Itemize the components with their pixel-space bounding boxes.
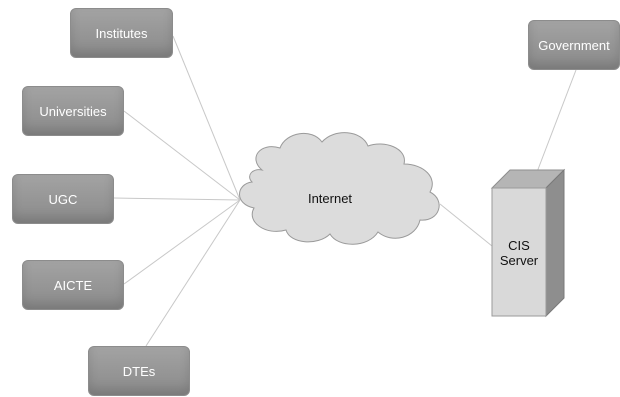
- server-icon: [490, 168, 566, 318]
- node-institutes: Institutes: [70, 8, 173, 58]
- cloud-icon: [239, 132, 440, 245]
- node-universities: Universities: [22, 86, 124, 136]
- cis-server-label: CIS Server: [492, 238, 546, 268]
- line-dtes-internet: [145, 199, 241, 347]
- line-universities-internet: [123, 110, 241, 201]
- line-institutes-internet: [172, 35, 241, 201]
- line-aicte-internet: [123, 199, 241, 285]
- line-ugc-internet: [113, 197, 241, 201]
- line-internet-server: [439, 203, 493, 247]
- node-ugc: UGC: [12, 174, 114, 224]
- server-label-line2: Server: [499, 253, 539, 268]
- node-government: Government: [528, 20, 620, 70]
- node-aicte: AICTE: [22, 260, 124, 310]
- line-government-server: [536, 69, 577, 173]
- internet-label: Internet: [307, 191, 353, 206]
- server-label-line1: CIS: [508, 238, 530, 253]
- node-dtes: DTEs: [88, 346, 190, 396]
